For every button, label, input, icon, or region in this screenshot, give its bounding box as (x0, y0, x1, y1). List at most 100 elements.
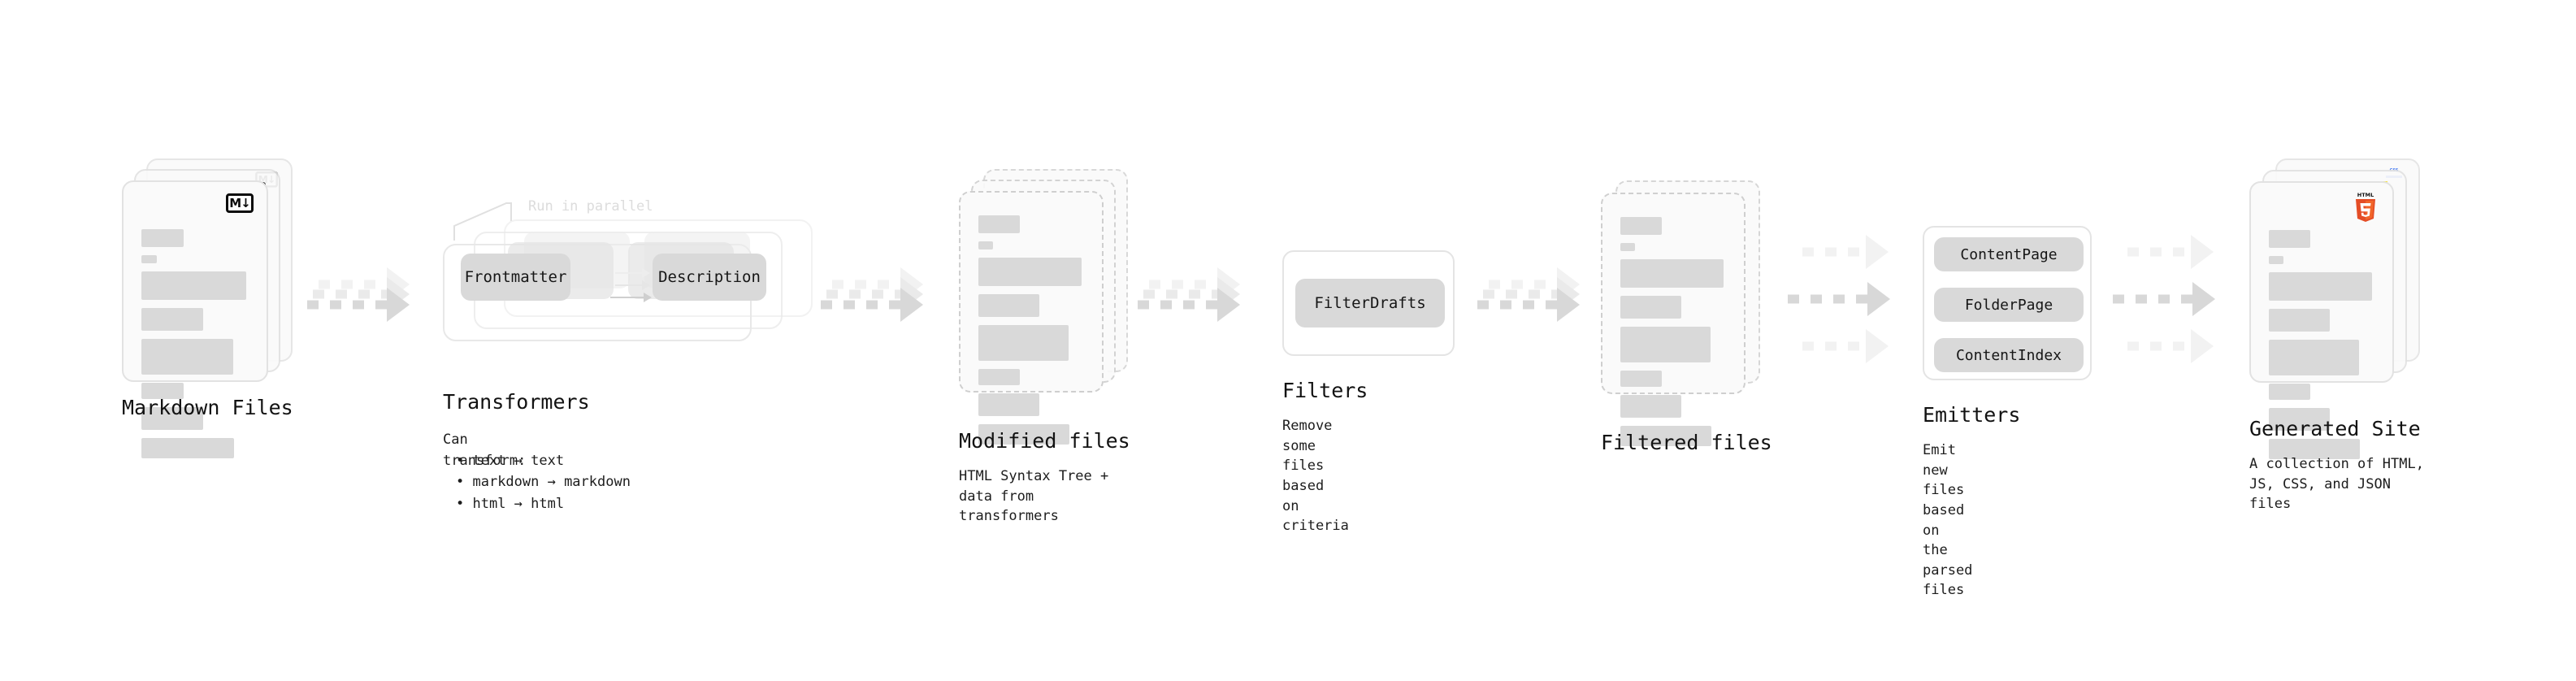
arrow-group-md-to-transformers (307, 267, 413, 341)
html5-badge-wrap: HTML (2352, 191, 2379, 227)
emitter-node-label: ContentPage (1960, 245, 2058, 263)
modified-skeleton (978, 215, 1086, 445)
html5-icon: HTML (2356, 192, 2375, 222)
filter-node-label: FilterDrafts (1314, 294, 1426, 312)
transformer-node-frontmatter[interactable]: Frontmatter (461, 254, 570, 301)
stage-generated-site: CSS HTML (2249, 158, 2424, 512)
skeleton-bar (978, 241, 994, 249)
arrow-faint (2127, 235, 2225, 269)
arrow-group-modified-to-filters (1138, 267, 1243, 341)
skeleton-bar (141, 407, 204, 430)
filter-node-filterdrafts[interactable]: FilterDrafts (1295, 279, 1445, 327)
arrow-group-emitters-to-site (2113, 235, 2243, 366)
emitter-node-label: ContentIndex (1955, 346, 2062, 364)
skeleton-bar (978, 424, 1070, 445)
markdown-badge-front: M↓ (226, 193, 254, 213)
emitters-subtitle: Emit new files based on the parsed files (1923, 442, 1973, 599)
modified-card-front (959, 191, 1104, 445)
arrow-group-filtered-to-emitters (1788, 235, 1918, 366)
run-in-parallel-label: Run in parallel (528, 198, 653, 215)
transformer-link-arrow-mid (615, 280, 651, 290)
skeleton-bar (2269, 408, 2331, 431)
skeleton-bar (1620, 296, 1682, 319)
arrow-strong (821, 288, 923, 322)
filtered-card-front (1601, 193, 1746, 446)
transform-item: markdown → markdown (456, 471, 630, 492)
filters-title: Filters (1282, 379, 1368, 402)
emitter-node-label: FolderPage (1964, 296, 2053, 314)
generated-card-front: HTML (2249, 181, 2394, 459)
modified-files-title: Modified files (959, 429, 1130, 453)
arrow-strong (1477, 288, 1580, 322)
skeleton-bar (978, 215, 1021, 233)
arrow-group-filters-to-filtered (1477, 267, 1583, 341)
emitters-title: Emitters (1923, 403, 2021, 427)
arrow-strong (1788, 282, 1900, 316)
arrow-strong (307, 288, 410, 322)
transformer-link-arrow-strong (610, 293, 653, 302)
arrow-strong (2113, 282, 2225, 316)
transformers-title: Transformers (443, 390, 590, 414)
skeleton-bar (141, 339, 233, 375)
skeleton-bar (141, 308, 204, 331)
transform-item: html → html (456, 493, 631, 514)
arrow-faint (1802, 235, 1900, 269)
stage-modified-files: Modified files HTML Syntax Tree + data f… (959, 169, 1134, 524)
skeleton-bar (1620, 217, 1663, 235)
generated-card-stack: CSS HTML (2249, 158, 2424, 459)
arrow-faint (1802, 329, 1900, 363)
skeleton-bar (1620, 395, 1682, 418)
skeleton-bar (141, 255, 157, 263)
filtered-skeleton (1620, 217, 1728, 446)
stage-filtered-files: Filtered files (1601, 180, 1776, 454)
svg-text:HTML: HTML (2357, 192, 2374, 198)
parallel-bracket-icon (453, 202, 512, 241)
skeleton-bar (2269, 256, 2284, 264)
generated-skeleton (2269, 230, 2376, 459)
emitter-node-folderpage[interactable]: FolderPage (1934, 288, 2084, 322)
skeleton-bar (2269, 340, 2359, 375)
emitters-container: ContentPage FolderPage ContentIndex (1923, 226, 2092, 380)
emitter-node-contentindex[interactable]: ContentIndex (1934, 338, 2084, 372)
transform-item: text → text (456, 450, 631, 471)
skeleton-bar (141, 438, 234, 458)
skeleton-bar (1620, 259, 1724, 288)
skeleton-bar (141, 383, 184, 399)
skeleton-bar (1620, 327, 1711, 362)
transformer-node-label: Frontmatter (464, 268, 567, 286)
skeleton-bar (978, 258, 1082, 286)
skeleton-bar (978, 325, 1069, 361)
markdown-card-stack: M↓ M↓ M↓ (122, 158, 297, 458)
filtered-card-stack (1601, 180, 1776, 446)
transformer-node-label: Description (658, 268, 761, 286)
transform-items-list: text → text markdown → markdown html → h… (456, 450, 631, 514)
skeleton-bar (1620, 426, 1712, 446)
skeleton-bar (2269, 272, 2372, 301)
markdown-card-front: M↓ (122, 180, 268, 458)
skeleton-bar (1620, 243, 1636, 251)
markdown-files-title: Markdown Files (122, 396, 293, 419)
generated-site-subtitle: A collection of HTML, JS, CSS, and JSON … (2249, 456, 2424, 513)
filters-container: FilterDrafts (1282, 250, 1455, 356)
emitter-node-contentpage[interactable]: ContentPage (1934, 237, 2084, 271)
skeleton-bar (2269, 384, 2311, 400)
generated-site-title: Generated Site (2249, 417, 2421, 440)
skeleton-bar (978, 294, 1040, 317)
modified-card-stack (959, 169, 1134, 445)
filters-subtitle: Remove some files based on criteria (1282, 418, 1349, 535)
arrow-faint (2127, 329, 2225, 363)
transformer-node-description[interactable]: Description (653, 254, 766, 301)
transformer-link-arrow-faint (615, 268, 651, 278)
skeleton-bar (2269, 309, 2331, 332)
skeleton-bar (978, 393, 1040, 416)
skeleton-bar (978, 369, 1021, 385)
skeleton-bar (1620, 371, 1663, 387)
skeleton-bar (141, 271, 246, 300)
skeleton-bar (141, 229, 184, 247)
markdown-skeleton (141, 229, 250, 458)
skeleton-bar (2269, 439, 2361, 459)
markdown-icon: M↓ (226, 193, 254, 213)
stage-markdown-files: M↓ M↓ M↓ (122, 158, 297, 458)
modified-files-subtitle: HTML Syntax Tree + data from transformer… (959, 468, 1109, 525)
